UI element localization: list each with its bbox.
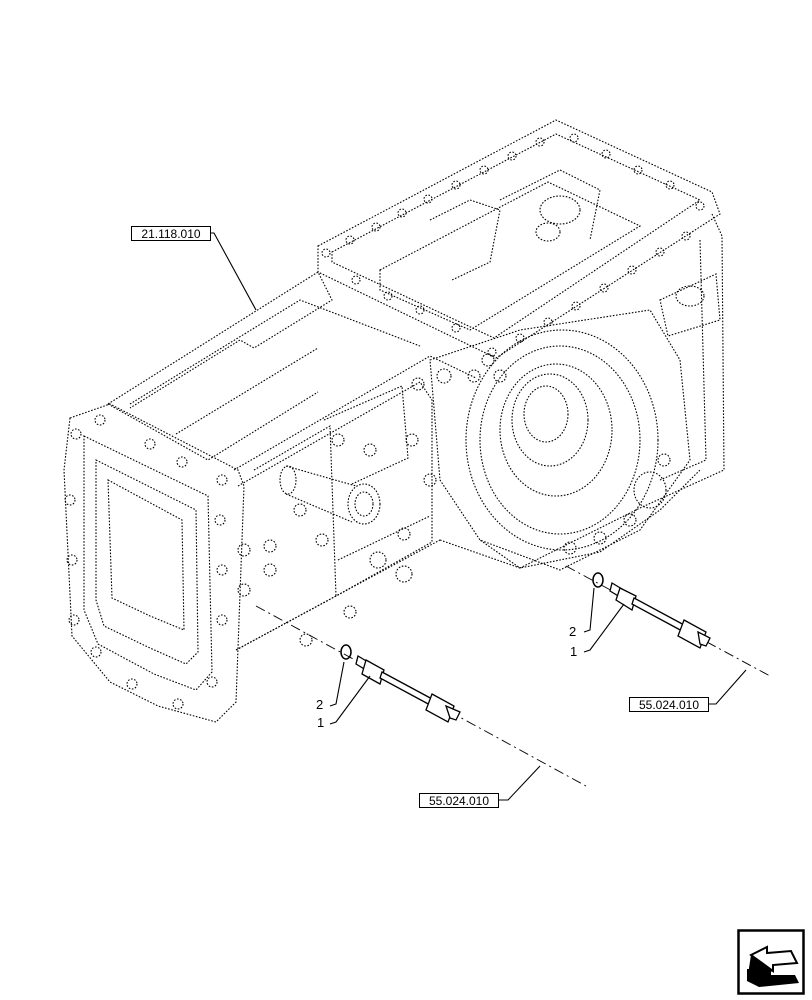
housing-bolt-holes [64, 133, 705, 710]
left-seal-washer [340, 644, 352, 660]
left-sensor-body [355, 654, 461, 723]
left-sensor-assembly [255, 605, 587, 787]
right-seal-washer [592, 572, 604, 588]
transmission-housing [63, 119, 725, 723]
callout-right-item-1: 1 [570, 644, 578, 659]
housing-ref-leader [210, 232, 257, 311]
right-item-1-leader [583, 603, 625, 653]
right-item-2-leader [583, 587, 595, 633]
right-sensor-body [609, 581, 711, 649]
housing-reference-label[interactable]: 21.118.010 [131, 226, 211, 241]
right-ref-leader [708, 669, 747, 705]
sensor-reference-label-right[interactable]: 55.024.010 [629, 697, 709, 712]
right-sensor-assembly [565, 565, 771, 677]
callout-right-item-2: 2 [569, 624, 577, 639]
callout-left-item-2: 2 [316, 697, 324, 712]
callout-left-item-1: 1 [317, 715, 325, 730]
leader-lines [210, 232, 747, 801]
left-item-2-leader [329, 661, 345, 707]
bottom-ref-leader [498, 765, 541, 801]
sensor-reference-label-bottom[interactable]: 55.024.010 [419, 793, 499, 808]
left-item-1-leader [329, 675, 371, 725]
return-arrow-icon[interactable] [737, 929, 805, 995]
